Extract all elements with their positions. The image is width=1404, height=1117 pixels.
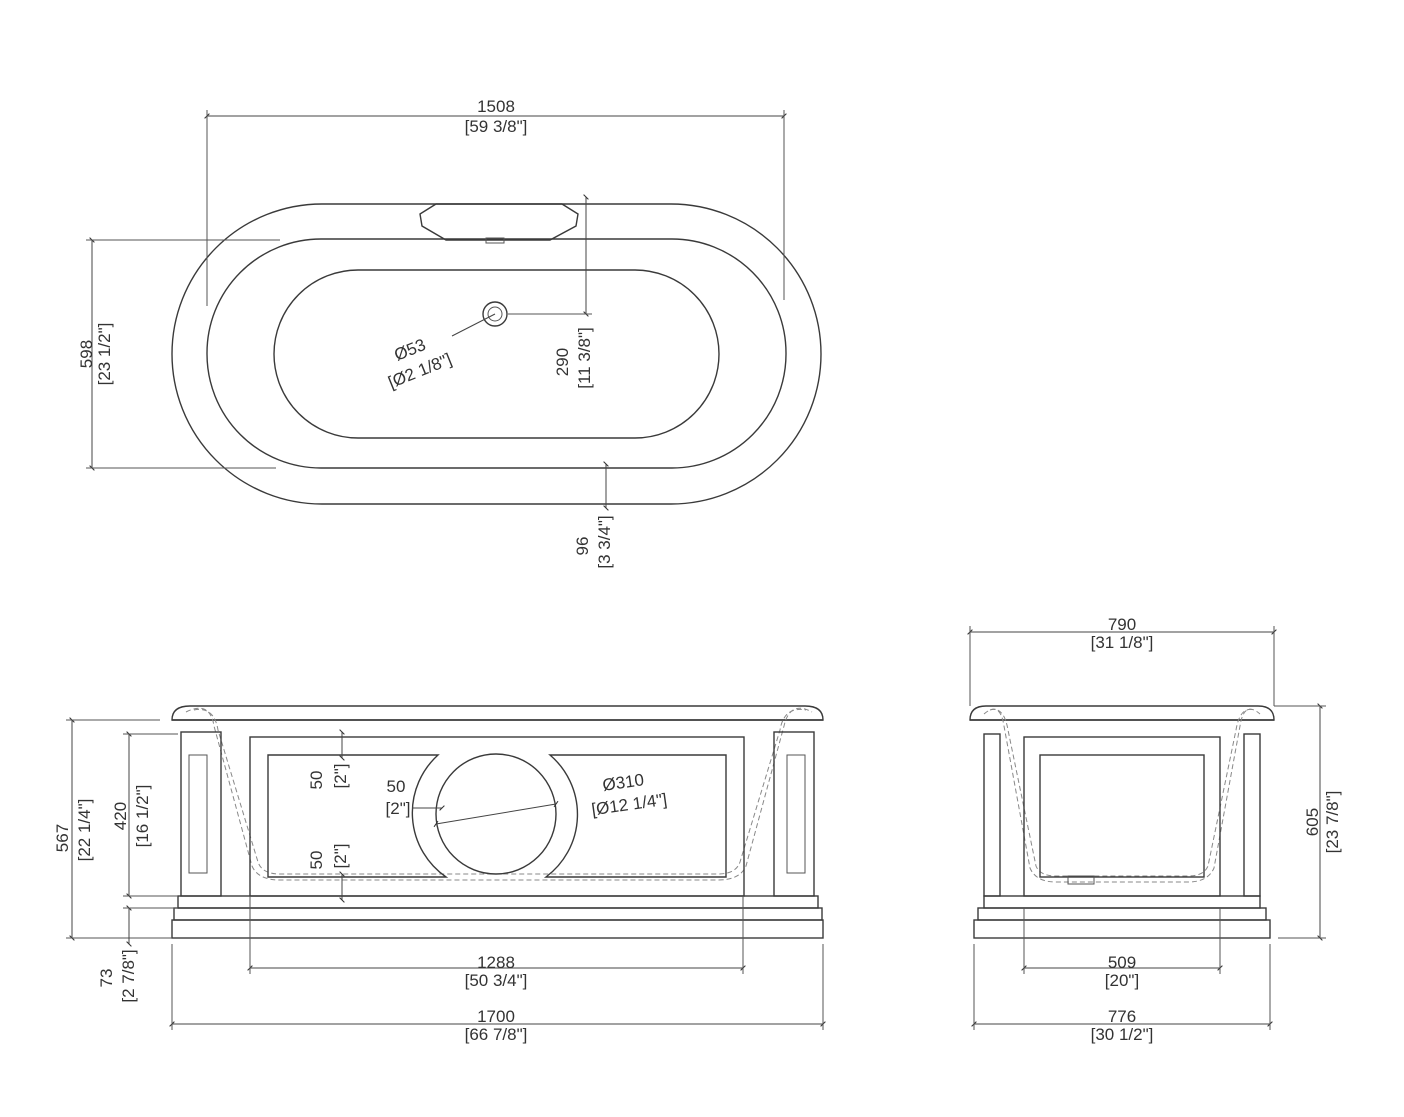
dim-height-in: [22 1/4"] [75, 799, 94, 862]
apron-frame [249, 736, 745, 897]
dim-inner-width-in: [20"] [1105, 971, 1139, 990]
dim-length-mm: 1508 [477, 97, 515, 116]
waste-outlet [482, 301, 508, 327]
dim-medallion-mm: Ø310 [601, 770, 645, 795]
dim-margin-bottom-in: [2"] [331, 844, 350, 869]
tub-inner-rim [206, 238, 787, 469]
tub-profile-hidden [193, 708, 807, 875]
side-rim [171, 705, 824, 721]
dim-rim-in: [3 3/4"] [595, 515, 614, 568]
dim-overall-length-in: [66 7/8"] [465, 1025, 528, 1044]
end-right-column [1243, 733, 1261, 897]
side-view: 567 [22 1/4"] 420 [16 1/2"] 73 [2 7/8"] … [53, 705, 826, 1044]
overflow [485, 237, 505, 244]
dim-circle-margin-in: [2"] [386, 799, 411, 818]
dim-panel-mm: 420 [111, 802, 130, 830]
dim-plinth-mm: 73 [97, 969, 116, 988]
dim-top-width-in: [31 1/8"] [1091, 633, 1154, 652]
dim-base-width-mm: 776 [1108, 1007, 1136, 1026]
end-view: 790 [31 1/8"] 605 [23 7/8"] 509 [20"] 77… [967, 615, 1342, 1044]
dim-base-width-in: [30 1/2"] [1091, 1025, 1154, 1044]
dim-end-height-mm: 605 [1303, 808, 1322, 836]
tub-basin [273, 269, 720, 439]
left-column [180, 731, 222, 897]
dim-inner-width-mm: 509 [1108, 953, 1136, 972]
dim-waste-offset-mm: 290 [553, 348, 572, 376]
dim-overall-length-mm: 1700 [477, 1007, 515, 1026]
top-view: 1508 [59 3/8"] 598 [23 1/2"] Ø53 [Ø2 1/8… [77, 97, 822, 569]
right-column [773, 731, 815, 897]
end-apron-frame [1023, 736, 1221, 897]
dim-length-in: [59 3/8"] [465, 117, 528, 136]
end-waste [1067, 875, 1095, 885]
leader-medallion [433, 800, 559, 828]
end-rim [969, 705, 1275, 721]
dim-panel-in: [16 1/2"] [133, 785, 152, 848]
dim-height-mm: 567 [53, 824, 72, 852]
dim-top-width-mm: 790 [1108, 615, 1136, 634]
end-left-column [983, 733, 1001, 897]
end-tub-profile [989, 708, 1255, 877]
end-plinth [973, 919, 1271, 939]
dim-waste-offset-in: [11 3/8"] [575, 327, 594, 388]
dim-inner-length-in: [50 3/4"] [465, 971, 528, 990]
dim-rim-mm: 96 [573, 537, 592, 556]
dim-plinth-in: [2 7/8"] [119, 949, 138, 1002]
apron-right-panel [543, 754, 727, 878]
apron-left-panel [267, 754, 449, 878]
dim-medallion-in: [Ø12 1/4"] [590, 790, 668, 819]
tap-deck [419, 203, 579, 241]
end-apron-panel [1039, 754, 1205, 878]
dim-width-in: [23 1/2"] [95, 323, 114, 386]
leader-waste [451, 313, 496, 337]
dim-circle-margin-mm: 50 [387, 777, 406, 796]
tub-outer-rim [171, 203, 822, 505]
dim-inner-length-mm: 1288 [477, 953, 515, 972]
dim-end-height-in: [23 7/8"] [1323, 791, 1342, 854]
side-plinth [171, 919, 824, 939]
dim-width-mm: 598 [77, 340, 96, 368]
dim-margin-top-mm: 50 [307, 771, 326, 790]
dim-margin-bottom-mm: 50 [307, 851, 326, 870]
dim-margin-top-in: [2"] [331, 764, 350, 789]
